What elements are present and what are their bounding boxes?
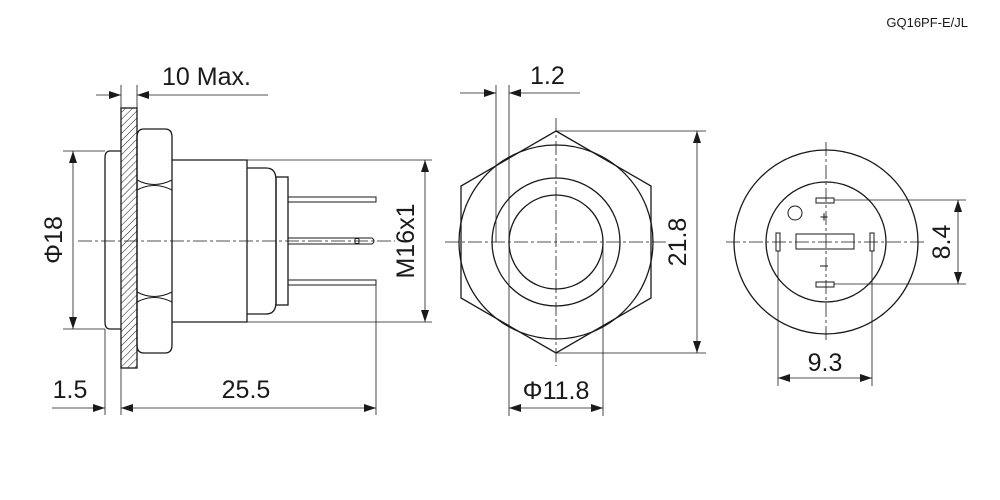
terminal-pin-top <box>287 196 377 203</box>
front-view: 1.2 21.8 Φ11.8 <box>445 62 706 416</box>
bezel <box>104 150 121 330</box>
dim-nut-offset: 1.2 <box>530 62 565 90</box>
mounting-panel <box>120 107 138 369</box>
dim-across-corners: 21.8 <box>664 218 692 267</box>
dim-bezel-thickness: 1.5 <box>53 376 88 404</box>
rear-view: + - 8.4 9.3 <box>726 142 966 386</box>
dim-bezel-diameter: Φ18 <box>40 216 68 264</box>
dim-ring-diameter: Φ11.8 <box>523 377 590 405</box>
model-code: GQ16PF-E/JL <box>886 15 968 30</box>
hex-nut <box>136 128 173 354</box>
terminal-pin-bottom <box>287 279 377 286</box>
terminal-minus <box>815 281 835 288</box>
orientation-dot <box>787 205 803 221</box>
side-view: 10 Max. Φ18 M16x1 1.5 25.5 <box>40 63 432 415</box>
terminal-center <box>795 233 855 250</box>
dim-panel-thickness: 10 Max. <box>162 63 251 91</box>
dim-pin-spacing-vertical: 8.4 <box>928 225 956 260</box>
dim-thread: M16x1 <box>392 203 420 278</box>
dim-pin-spacing-horizontal: 9.3 <box>808 349 843 377</box>
terminal-plus <box>815 197 835 204</box>
dim-body-length: 25.5 <box>222 376 271 404</box>
plus-symbol: + <box>820 209 829 226</box>
